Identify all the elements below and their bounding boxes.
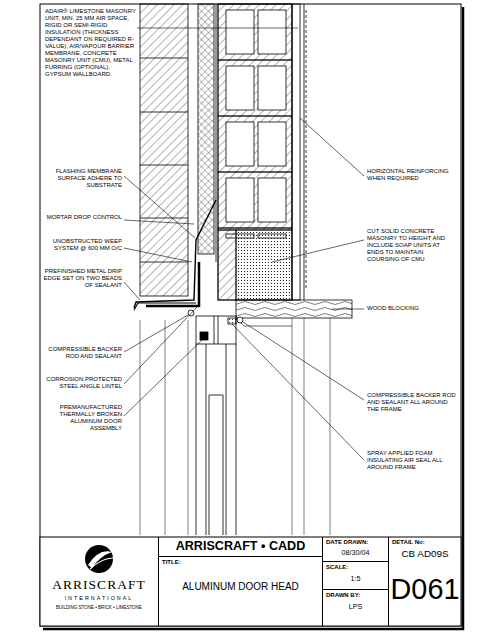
title-block-text: INTERNATIONAL — [40, 595, 158, 601]
sheet-border — [40, 4, 461, 626]
title-block-cell: ARRISCRAFT INTERNATIONAL BUILDING STONE • … — [40, 537, 158, 626]
callout-label: HORIZONTAL REINFORCING WHEN REQUIRED — [367, 168, 457, 182]
callout-label: PREMANUFACTURED THERMALLY BROKEN ALUMINU… — [40, 404, 122, 432]
title-block-text: TITLE: — [162, 559, 181, 565]
sheet-shadow — [43, 7, 463, 629]
title-block-text: BUILDING STONE • BRICK • LIMESTONE — [40, 605, 158, 610]
title-block-text: 1:5 — [323, 574, 388, 583]
callout-label: FLASHING MEMBRANE SURFACE ADHERE TO SUBS… — [40, 168, 122, 189]
callout-label: COMPRESSIBLE BACKER ROD AND SEALANT — [40, 346, 122, 360]
title-block-cell: DATE DRAWN: 08/30/04 — [322, 537, 388, 562]
callout-label: ADAIR® LIMESTONE MASONRY UNIT, MIN. 25 M… — [45, 8, 137, 78]
callout-label: COMPRESSIBLE BACKER ROD AND SEALANT ALL … — [367, 392, 457, 413]
title-block-text: DRAWN BY: — [326, 592, 360, 598]
logo-mark — [85, 545, 113, 573]
title-block-text: ARRISCRAFT • CADD — [159, 539, 322, 553]
title-block-text: 08/30/04 — [323, 548, 388, 557]
callout-label: UNOBSTRUCTED WEEP SYSTEM @ 600 MM O/C — [40, 238, 122, 252]
title-block-text: LPS — [323, 602, 388, 611]
title-block-text: D061 — [389, 571, 461, 607]
callout-label: CUT SOLID CONCRETE MASONRY TO HEIGHT AND… — [367, 228, 457, 263]
title-block-cell: SCALE: 1:5 — [322, 562, 388, 590]
title-block-text: DATE DRAWN: — [326, 539, 368, 545]
title-block-text: SCALE: — [326, 564, 348, 570]
title-block-text: CB AD09S — [389, 548, 461, 559]
title-block-cell: DRAWN BY: LPS — [322, 590, 388, 626]
title-block-cell: TITLE: ALUMINUM DOOR HEAD — [158, 557, 322, 626]
callout-label: CORROSION PROTECTED STEEL ANGLE LINTEL — [40, 376, 122, 390]
callout-label: WOOD BLOCKING — [367, 305, 457, 312]
callout-label: MORTAR DROP CONTROL — [40, 214, 122, 221]
title-block-text: ALUMINUM DOOR HEAD — [179, 581, 302, 593]
title-block-cell: DETAIL No: CB AD09S D061 — [388, 537, 461, 626]
title-block-text: DETAIL No: — [392, 539, 425, 545]
title-block-cell: ARRISCRAFT • CADD — [158, 537, 322, 557]
callout-label: SPRAY APPLIED FOAM INSULATING AIR SEAL A… — [367, 450, 457, 471]
title-block-text: ARRISCRAFT — [40, 577, 158, 593]
callout-label: PREFINISHED METAL DRIP EDGE SET ON TWO B… — [40, 268, 122, 289]
